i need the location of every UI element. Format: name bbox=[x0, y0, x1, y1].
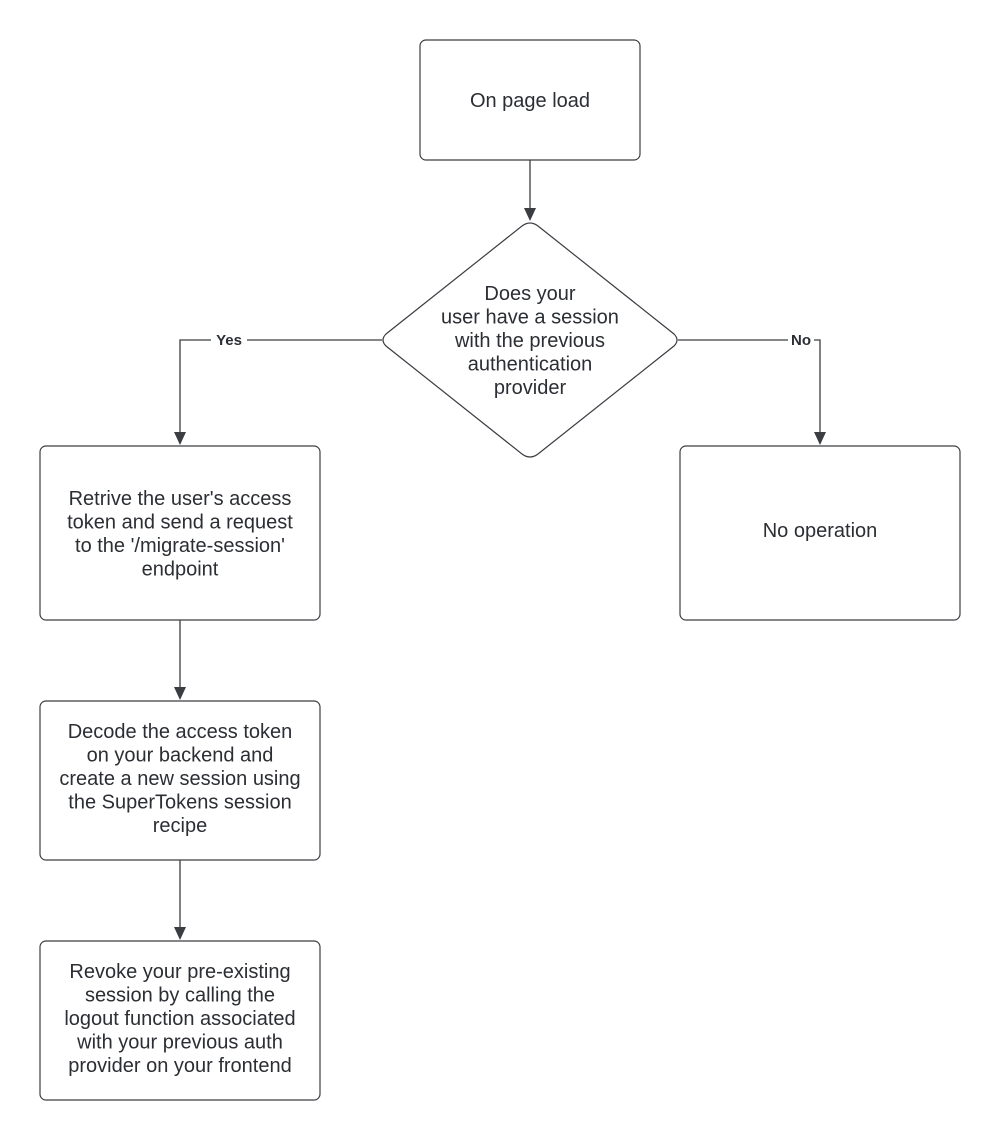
decision-line: Does your bbox=[484, 283, 575, 305]
decode-line: create a new session using bbox=[59, 768, 300, 790]
start-line: On page load bbox=[470, 90, 590, 112]
edge-label-no: No bbox=[791, 332, 811, 349]
node-decode-box bbox=[39, 700, 321, 861]
decision-line: provider bbox=[494, 377, 567, 399]
edge-label-yes: Yes bbox=[216, 332, 242, 349]
edge-labels: Yes No bbox=[211, 330, 814, 350]
node-noop: No operation bbox=[679, 445, 961, 621]
edge-yes bbox=[179, 339, 382, 432]
arrowhead-revoke bbox=[174, 927, 186, 940]
arrowhead-decode bbox=[174, 687, 186, 700]
revoke-line: session by calling the bbox=[85, 985, 275, 1007]
node-migrate-box bbox=[39, 445, 321, 621]
migrate-line: token and send a request bbox=[67, 511, 293, 533]
edge-no bbox=[678, 339, 821, 432]
node-start-text: On page load bbox=[470, 90, 590, 112]
decision-line: with the previous bbox=[454, 330, 605, 352]
migrate-line: Retrive the user's access bbox=[69, 488, 292, 510]
arrowhead-migrate bbox=[174, 432, 186, 445]
decode-line: Decode the access token bbox=[68, 721, 293, 743]
node-noop-box bbox=[679, 445, 961, 621]
decode-line: the SuperTokens session bbox=[68, 792, 291, 814]
decision-line: authentication bbox=[468, 354, 593, 376]
connectors bbox=[174, 160, 826, 940]
node-noop-text: No operation bbox=[763, 520, 878, 542]
node-start-box bbox=[419, 39, 641, 161]
node-revoke-box bbox=[39, 940, 321, 1101]
revoke-line: logout function associated bbox=[64, 1008, 295, 1030]
revoke-line: Revoke your pre-existing bbox=[69, 961, 290, 983]
decode-line: recipe bbox=[153, 815, 207, 837]
revoke-line: with your previous auth bbox=[76, 1032, 283, 1054]
migrate-line: to the '/migrate-session' bbox=[75, 535, 285, 557]
node-decision-diamond bbox=[382, 222, 678, 458]
arrowhead-decision bbox=[524, 208, 536, 221]
arrowhead-noop bbox=[814, 432, 826, 445]
decode-line: on your backend and bbox=[87, 745, 274, 767]
revoke-line: provider on your frontend bbox=[68, 1055, 291, 1077]
decision-line: user have a session bbox=[441, 307, 619, 329]
node-start: On page load bbox=[419, 39, 641, 161]
migrate-line: endpoint bbox=[142, 558, 219, 580]
noop-line: No operation bbox=[763, 520, 878, 542]
